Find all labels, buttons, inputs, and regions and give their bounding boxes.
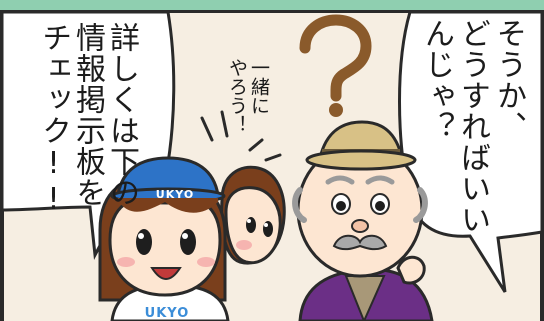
emphasis-lines-icon [200, 110, 282, 162]
small-speech-text: 一緒に やろう！ [226, 58, 270, 134]
front-girl-character [98, 156, 230, 321]
back-girl-character [220, 165, 286, 265]
top-frame-strip [0, 0, 544, 12]
left-speech-text: 詳しくは下の 情報掲示板を チェック!! [36, 22, 139, 218]
question-mark-icon [299, 14, 372, 117]
right-speech-text: そうか、 どうすればいい んじゃ？ [419, 18, 526, 235]
hat-logo-text: UKYO [155, 188, 195, 201]
shirt-logo-text: UKYO [144, 306, 190, 321]
old-man-character [292, 120, 434, 321]
top-frame-line [0, 10, 544, 13]
